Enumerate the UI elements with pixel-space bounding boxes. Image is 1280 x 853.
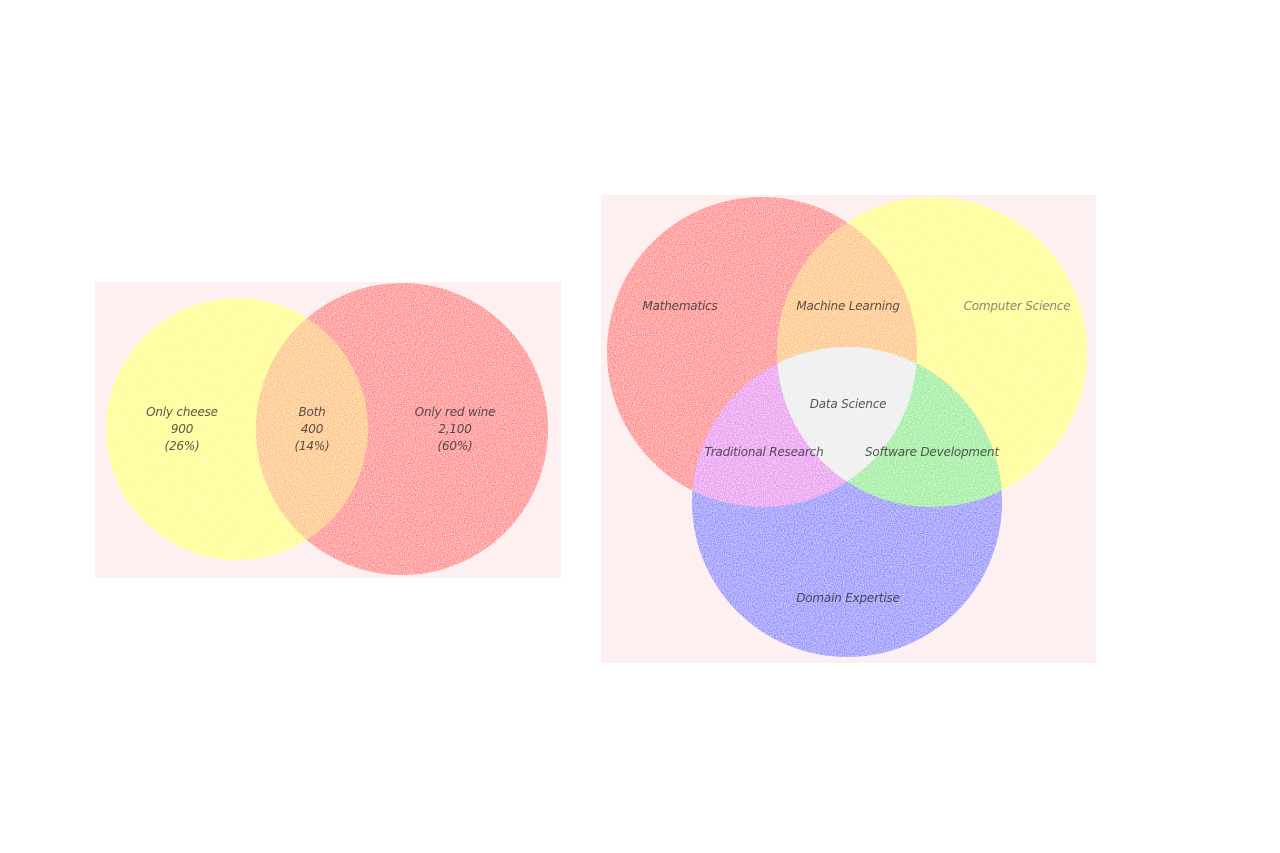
venn-two: Only cheese 900 (26%) Both 400 (14%) Onl… [95, 282, 561, 578]
venn-two-overlap-count: 400 [301, 422, 324, 436]
venn-two-right-count: 2,100 [438, 422, 472, 436]
venn-three-top-overlap-label: Machine Learning [796, 299, 900, 313]
venn-two-overlap-region [256, 298, 368, 560]
venn-two-right-pct: (60%) [437, 439, 472, 453]
venn-three-left-overlap-label: Traditional Research [705, 445, 824, 459]
venn-two-left-label: Only cheese [146, 405, 218, 419]
venn-two-overlap-label: Both [298, 405, 325, 419]
venn-two-right-label: Only red wine [415, 405, 496, 419]
venn-three-center-label: Data Science [810, 397, 887, 411]
venn-three-top-right-label: Computer Science [964, 299, 1071, 313]
venn-two-overlap-pct: (14%) [294, 439, 329, 453]
venn-two-left-pct: (26%) [164, 439, 199, 453]
venn-two-left-count: 900 [171, 422, 194, 436]
venn-three-top-left-label: Mathematics [642, 299, 717, 313]
venn-three: Mathematics Machine Learning Computer Sc… [601, 195, 1096, 663]
venn-three-right-overlap-label: Software Development [865, 445, 1000, 459]
venn-three-bottom-label: Domain Expertise [796, 591, 899, 605]
